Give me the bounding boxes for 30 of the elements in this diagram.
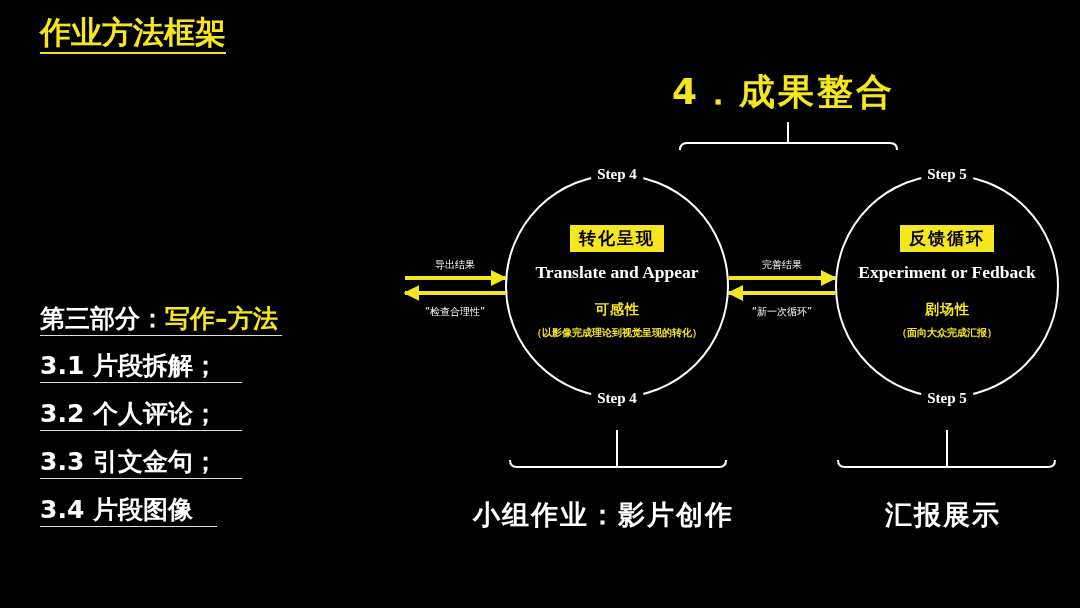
edge-label: 导出结果 [435,258,476,272]
english-title: Experiment or Fedback [857,262,1037,283]
english-title: Translate and Appear [534,262,700,283]
circle-heading: 转化呈现 [570,225,664,252]
step-label: Step 5 [921,166,973,183]
group-label: 汇报展示 [885,498,1001,532]
subtitle: 剧场性 [923,301,971,319]
arrow [727,285,836,301]
description: （以影像完成理论到视觉呈现的转化） [531,326,703,340]
section-title: 写作–方法 [165,303,278,335]
circle-heading: 反馈循环 [900,225,994,252]
section-label: 第三部分： [40,303,165,335]
step-label: Step 4 [591,390,643,407]
edge-label: “检查合理性” [424,305,486,319]
list-item: 3.2 个人评论； [40,397,242,431]
edge-label: 完善结果 [762,258,802,272]
step-label: Step 4 [591,166,643,183]
step-label: Step 5 [921,390,973,407]
title: 作业方法框架 [40,12,226,54]
arrow [405,270,507,286]
list-item: 3.4 片段图像 [40,493,217,527]
group-heading: 4．成果整合 [672,70,896,114]
edge-label: “新一次循环” [751,305,813,319]
list-item: 3.3 引文金句； [40,445,242,479]
group-label: 小组作业：影片创作 [473,498,734,532]
subtitle: 可感性 [593,301,641,319]
arrow [728,270,837,286]
description: （面向大众完成汇报） [896,326,998,340]
list-item: 3.1 片段拆解； [40,349,242,383]
arrow [403,285,506,301]
